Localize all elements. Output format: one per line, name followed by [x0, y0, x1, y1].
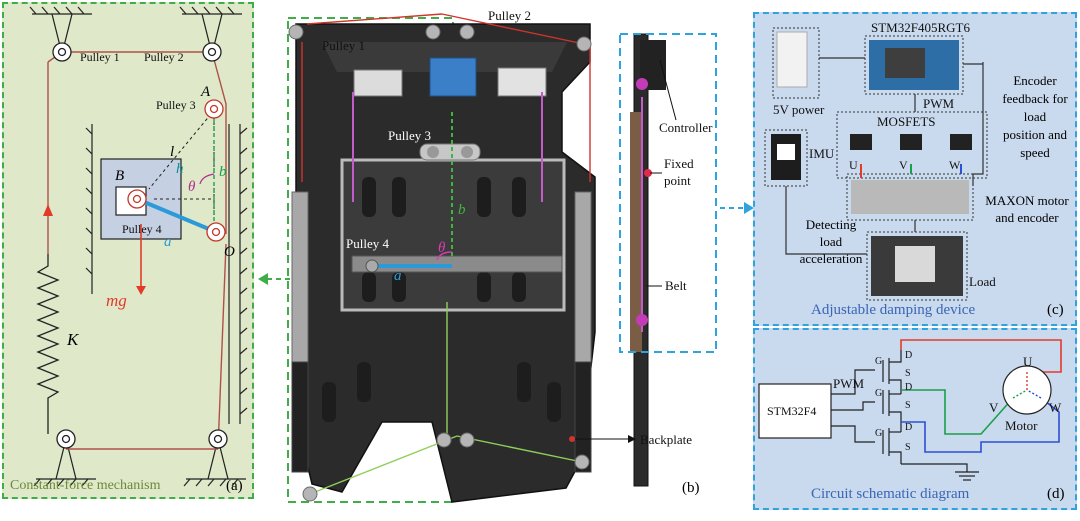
encoder-line-4: position and [1003, 127, 1067, 142]
panel-a-letter: (a) [226, 478, 243, 494]
encoder-line-2: feedback for [1002, 91, 1068, 106]
label-b-pulley-3: Pulley 3 [388, 128, 431, 143]
label-gate-2: G [875, 388, 883, 399]
symbol-b-theta: θ [438, 240, 446, 256]
symbol-theta: θ [188, 179, 196, 195]
symbol-B: B [115, 168, 125, 184]
panel-a-constant-force-mechanism: Pulley 1 Pulley 2 Pulley 3 Pulley 4 A B … [2, 2, 254, 499]
panel-c-damping-device: STM32F405RGT6 5V power PWM MOSFETS IMU U… [753, 12, 1077, 326]
panel-b-device-photo: Pulley 1 Pulley 2 Pulley 3 Pulley 4 b θ … [262, 2, 750, 512]
label-5v-power: 5V power [773, 102, 825, 117]
label-phase-w-c: W [949, 158, 961, 172]
motor-line-2: and encoder [995, 210, 1059, 225]
label-backplate: Backplate [640, 432, 692, 447]
panel-c-letter: (c) [1047, 302, 1064, 318]
panel-c-caption: Adjustable damping device [811, 302, 976, 318]
panel-d-caption: Circuit schematic diagram [811, 486, 970, 502]
label-source-2: S [905, 400, 911, 411]
label-controller: Controller [659, 120, 713, 135]
detecting-line-3: acceleration [799, 251, 863, 266]
label-pulley-4: Pulley 4 [122, 222, 162, 236]
label-belt: Belt [665, 278, 687, 293]
symbol-b: b [219, 164, 227, 180]
label-pulley-2: Pulley 2 [144, 50, 184, 64]
label-source-1: S [905, 368, 911, 379]
detecting-line-1: Detecting [805, 217, 857, 232]
label-pulley-3: Pulley 3 [156, 98, 196, 112]
panel-a-caption: Constant-force mechanism [10, 478, 161, 493]
device-rendering [287, 13, 717, 503]
label-drain-1: D [905, 350, 913, 361]
symbol-a: a [164, 234, 172, 250]
mechanism-drawing [29, 6, 248, 487]
label-mcu-d: STM32F4 [767, 404, 817, 418]
symbol-h: h [176, 161, 184, 177]
encoder-line-5: speed [1020, 145, 1050, 160]
label-phase-u-c: U [849, 158, 858, 172]
damping-block-diagram [764, 27, 988, 301]
panel-b-letter: (b) [682, 480, 700, 496]
label-phase-v-d: V [989, 400, 999, 415]
motor-line-1: MAXON motor [985, 193, 1069, 208]
label-pulley-1: Pulley 1 [80, 50, 120, 64]
label-gate-3: G [875, 428, 883, 439]
label-motor-encoder: MAXON motor and encoder [977, 192, 1077, 226]
label-detecting: Detecting load acceleration [791, 216, 871, 267]
encoder-line-3: load [1023, 109, 1047, 124]
label-imu: IMU [809, 146, 835, 161]
label-drain-3: D [905, 422, 913, 433]
panel-d-circuit-schematic: STM32F4 PWM G G G D D D S S S U V W Moto… [753, 328, 1077, 510]
symbol-K: K [67, 330, 79, 349]
symbol-l: l [170, 144, 175, 160]
label-pwm-d: PWM [833, 376, 865, 391]
label-mcu: STM32F405RGT6 [871, 20, 970, 35]
label-phase-u-d: U [1023, 354, 1033, 369]
label-b-pulley-1: Pulley 1 [322, 38, 365, 53]
label-source-3: S [905, 442, 911, 453]
label-pwm-c: PWM [923, 96, 955, 111]
label-b-pulley-4: Pulley 4 [346, 236, 389, 251]
label-fixed-point: Fixed point [664, 156, 694, 188]
label-phase-v-c: V [899, 158, 908, 172]
encoder-line-1: Encoder [1013, 73, 1057, 88]
circuit-drawing [758, 339, 1062, 481]
label-phase-w-d: W [1049, 400, 1062, 415]
label-load: Load [969, 274, 996, 289]
label-encoder-feedback: Encoder feedback for load position and s… [995, 72, 1075, 162]
label-gate-1: G [875, 356, 883, 367]
panel-d-letter: (d) [1047, 486, 1065, 502]
symbol-mg: mg [106, 291, 127, 310]
symbol-b-b: b [458, 202, 466, 218]
label-drain-2: D [905, 382, 913, 393]
symbol-b-a: a [394, 268, 402, 284]
label-b-pulley-2: Pulley 2 [488, 8, 531, 23]
symbol-A: A [201, 84, 211, 100]
symbol-O: O [224, 244, 235, 260]
label-mosfets: MOSFETS [877, 114, 936, 129]
label-motor-d: Motor [1005, 418, 1038, 433]
detecting-line-2: load [819, 234, 843, 249]
